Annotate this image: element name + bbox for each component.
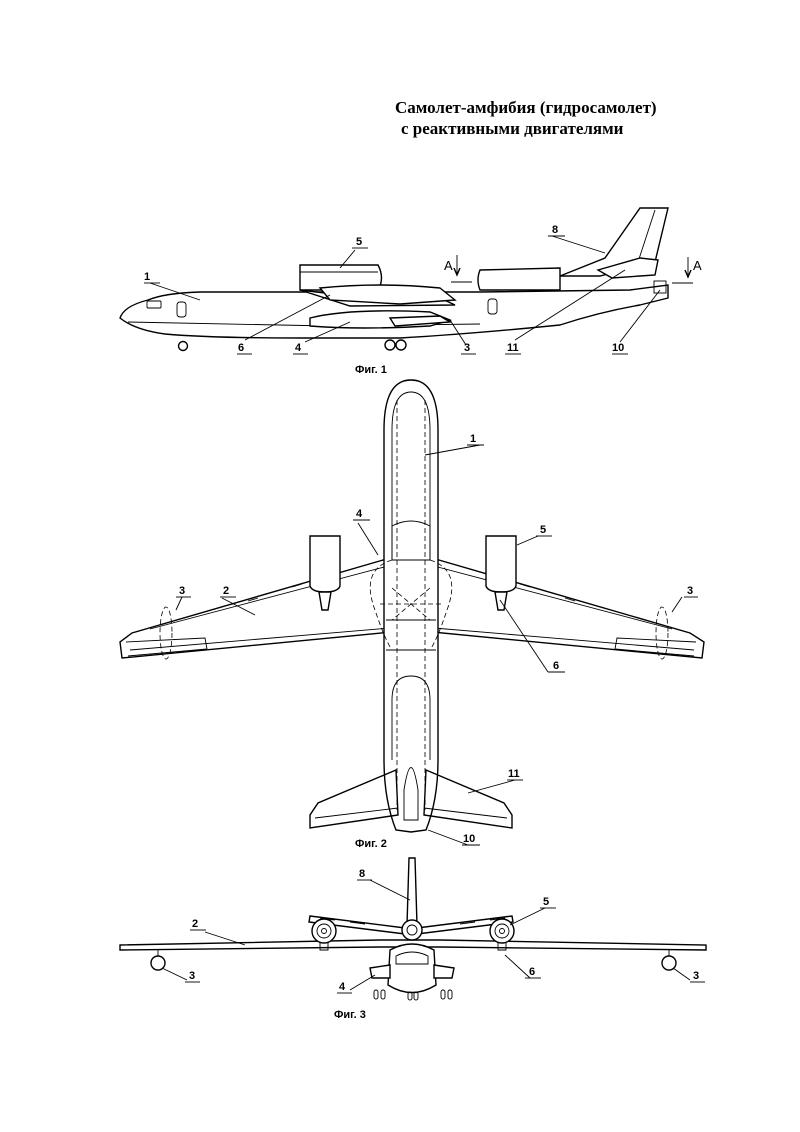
figure-2-caption: Фиг. 2 <box>355 838 387 850</box>
fig2-label: 10 <box>463 833 475 845</box>
fig1-label: 5 <box>356 236 362 248</box>
fig3-label: 4 <box>339 981 346 993</box>
fig1-label: 6 <box>238 342 244 354</box>
left-engine-front <box>311 918 337 944</box>
figure-3-caption: Фиг. 3 <box>334 1009 366 1021</box>
wing-side <box>318 284 457 305</box>
stabilizer-side <box>596 257 659 279</box>
fig2-label: 3 <box>687 585 693 597</box>
fig3-label: 3 <box>189 970 195 982</box>
tail-fin-front <box>406 857 418 926</box>
fuselage-front <box>401 919 423 941</box>
title-line-1: Самолет-амфибия (гидросамолет) <box>395 98 657 117</box>
fig1-label: 4 <box>295 342 302 354</box>
fig1-label: 8 <box>552 224 558 236</box>
sponson-front <box>369 964 391 979</box>
fig1-label: 11 <box>507 342 519 354</box>
left-stabilizer-top <box>309 768 399 829</box>
fig3-label: 8 <box>359 868 365 880</box>
left-engine-top <box>309 535 341 593</box>
figure-1-side-view: 1 5 8 6 4 3 11 10 A A Фиг. 1 <box>119 207 702 376</box>
fig1-label: 10 <box>612 342 624 354</box>
fig3-label: 3 <box>693 970 699 982</box>
left-wing-top <box>119 557 393 659</box>
right-engine-front <box>489 918 515 944</box>
fig3-label: 6 <box>529 966 535 978</box>
figure-2-top-view: 1 4 5 2 3 3 6 11 10 Фиг. 2 <box>119 379 705 850</box>
fig2-label: 5 <box>540 524 546 536</box>
fig2-label: 6 <box>553 660 559 672</box>
main-wing-front <box>119 939 707 951</box>
fuselage-side <box>119 284 669 339</box>
drawing-title: Самолет-амфибия (гидросамолет) с реактив… <box>395 97 755 139</box>
fig3-label: 2 <box>192 918 198 930</box>
fig2-label: 4 <box>356 508 363 520</box>
section-mark-right: A <box>693 258 702 273</box>
fig3-label: 5 <box>543 896 549 908</box>
fig2-label: 1 <box>470 433 476 445</box>
title-line-2: с реактивными двигателями <box>401 119 624 138</box>
fig2-label: 3 <box>179 585 185 597</box>
fig2-label: 2 <box>223 585 229 597</box>
section-mark-left: A <box>444 258 453 273</box>
right-stabilizer-top <box>423 768 513 829</box>
fig1-label: 1 <box>144 271 150 283</box>
fig1-label: 3 <box>464 342 470 354</box>
figure-1-caption: Фиг. 1 <box>355 364 387 376</box>
figure-3-front-view: 8 5 2 6 3 3 4 Фиг. 3 <box>119 857 707 1021</box>
fig2-label: 11 <box>508 768 520 780</box>
right-engine-top <box>485 535 517 593</box>
